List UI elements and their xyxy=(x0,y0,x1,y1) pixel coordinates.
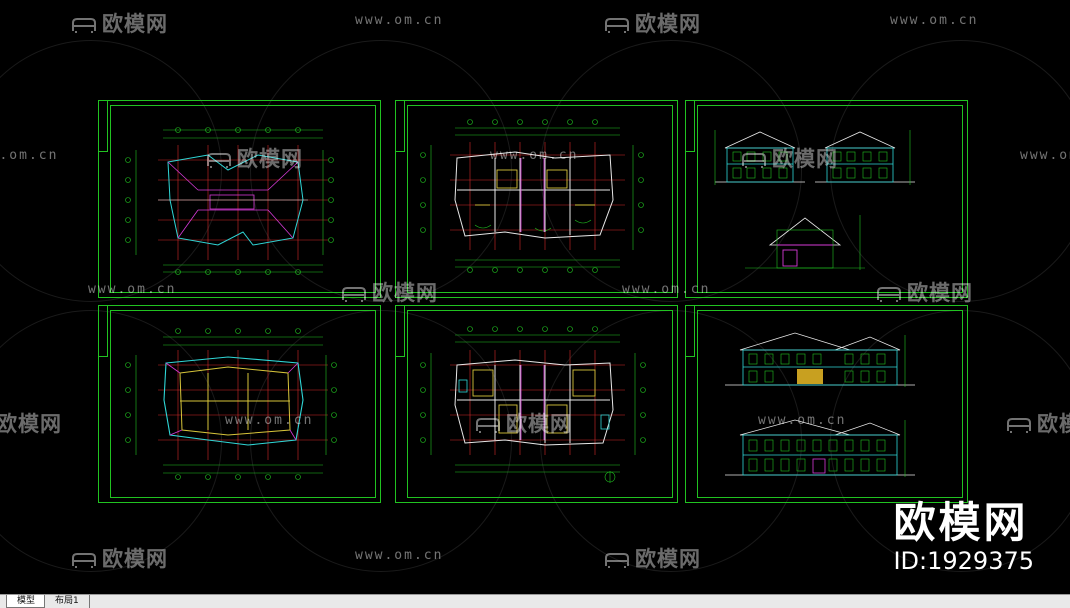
drawing-sheet-roof-plan[interactable] xyxy=(98,100,381,298)
roof-plan-2-drawing xyxy=(125,328,337,480)
roof-plan-drawing xyxy=(125,127,334,275)
sheet-frame xyxy=(98,305,381,503)
sheet-title-block xyxy=(685,100,695,152)
sofa-icon xyxy=(603,549,631,568)
floor-plan-2-drawing xyxy=(420,326,646,483)
watermark-logo-text: 欧模网 xyxy=(1037,412,1070,436)
watermark-url: www.om.cn xyxy=(0,148,59,163)
sheet-title-block xyxy=(98,305,108,357)
watermark-logo-text: 欧模网 xyxy=(0,412,62,436)
watermark-logo-text: 欧模网 xyxy=(635,547,701,571)
watermark-url: www.om.cn xyxy=(890,13,979,28)
watermark-url: www.om.cn xyxy=(355,548,444,563)
sheet-frame xyxy=(395,100,678,298)
watermark-logo: 欧模网 xyxy=(70,543,168,573)
drawing-sheet-floor-plan-2[interactable] xyxy=(395,305,678,503)
watermark-logo: 欧模网 xyxy=(603,8,701,38)
sheet-frame xyxy=(685,100,968,298)
sheet-title-block xyxy=(685,305,695,357)
sheet-inner-border xyxy=(697,105,963,293)
sheet-inner-border xyxy=(110,310,376,498)
elevation-section-drawing xyxy=(714,130,915,270)
drawing-sheet-roof-plan-2[interactable] xyxy=(98,305,381,503)
tab-layout1[interactable]: 布局1 xyxy=(44,595,90,608)
brand-id: ID:1929375 xyxy=(893,547,1034,575)
watermark-logo-text: 欧模网 xyxy=(102,12,168,36)
watermark-logo-text: 欧模网 xyxy=(635,12,701,36)
sheet-inner-border xyxy=(407,105,673,293)
watermark-url: www.om.cn xyxy=(1020,148,1070,163)
sheet-title-block xyxy=(395,305,405,357)
brand-stamp: 欧模网 ID:1929375 xyxy=(893,500,1034,576)
drawing-sheet-elevations[interactable] xyxy=(685,305,968,503)
watermark-url: www.om.cn xyxy=(355,13,444,28)
sheet-frame xyxy=(395,305,678,503)
model-space-canvas[interactable]: 欧模网 www.om.cn 欧模网 www.om.cn www.om.cn 欧模… xyxy=(0,0,1070,594)
sheet-inner-border xyxy=(407,310,673,498)
drawing-sheet-floor-plan-1[interactable] xyxy=(395,100,678,298)
floor-plan-drawing xyxy=(420,119,644,273)
watermark-logo: 欧模网 xyxy=(70,8,168,38)
watermark-logo: 欧模网 xyxy=(1005,408,1070,438)
sofa-icon xyxy=(70,14,98,33)
sheet-title-block xyxy=(395,100,405,152)
sofa-icon xyxy=(1005,414,1033,433)
watermark-logo: 欧模网 xyxy=(603,543,701,573)
sofa-icon xyxy=(70,549,98,568)
drawing-sheet-elevation-section[interactable] xyxy=(685,100,968,298)
sofa-icon xyxy=(603,14,631,33)
watermark-logo-text: 欧模网 xyxy=(102,547,168,571)
sheet-inner-border xyxy=(110,105,376,293)
watermark-logo: 欧模网 xyxy=(0,408,62,438)
brand-name: 欧模网 xyxy=(893,498,1029,547)
sheet-inner-border xyxy=(697,310,963,498)
tab-model[interactable]: 模型 xyxy=(6,595,47,608)
elevations-drawing xyxy=(725,332,915,477)
sheet-title-block xyxy=(98,100,108,152)
layout-tab-bar: 模型 布局1 xyxy=(0,594,1070,608)
sheet-frame xyxy=(98,100,381,298)
sheet-frame xyxy=(685,305,968,503)
